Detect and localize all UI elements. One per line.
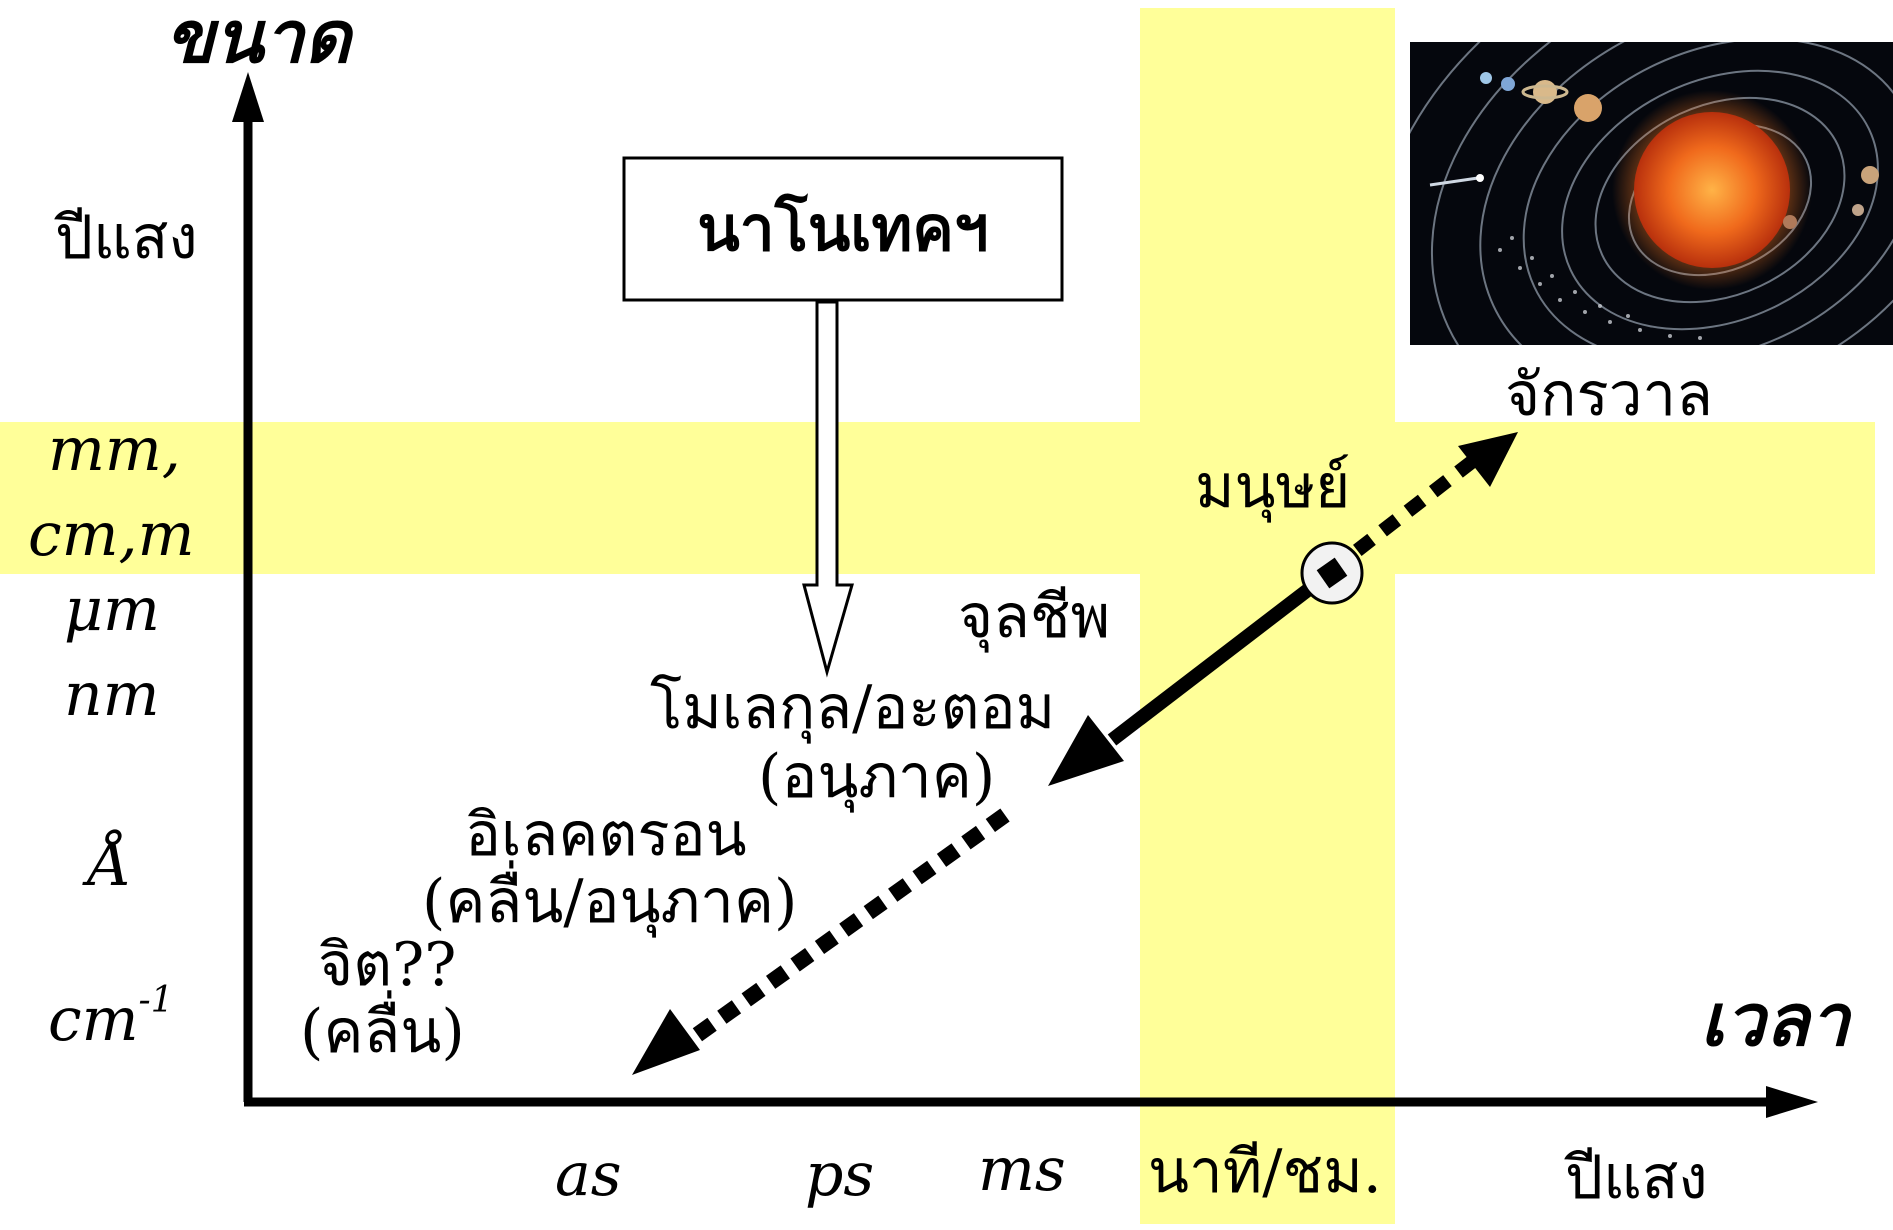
solar-system-image [1410, 42, 1893, 345]
label-wave-particle: (คลื่น/อนุภาค) [422, 860, 797, 938]
human-marker-icon [1300, 541, 1364, 605]
y-axis [232, 72, 264, 1102]
highlight-band-horizontal [0, 422, 1875, 574]
x-axis-title: เวลา [1700, 978, 1853, 1062]
y-tick-angstrom: Å [82, 829, 131, 900]
y-tick-mm: mm, [48, 415, 181, 485]
y-tick-inverse-cm-exponent: -1 [139, 980, 174, 1021]
label-microbe: จุลชีพ [958, 582, 1110, 653]
x-tick-ps: ps [805, 1140, 874, 1210]
label-particle: (อนุภาค) [758, 742, 995, 813]
nanotech-down-arrow [802, 300, 854, 678]
label-mind: จิต?? [318, 930, 456, 1000]
y-tick-inverse-cm: cm-1 [48, 980, 174, 1055]
y-tick-nanometer: nm [64, 660, 160, 730]
y-axis-title: ขนาด [165, 0, 355, 79]
x-axis [244, 1086, 1818, 1118]
y-tick-inverse-cm-base: cm [48, 985, 139, 1055]
x-tick-ms: ms [978, 1135, 1066, 1205]
label-wave: (คลื่น) [300, 990, 465, 1067]
label-human: มนุษย์ [1195, 452, 1350, 523]
label-universe: จักรวาล [1505, 360, 1713, 430]
y-tick-micrometer: μm [64, 575, 160, 645]
x-tick-light-year: ปีแสง [1564, 1143, 1707, 1213]
sun-icon [1634, 112, 1790, 268]
x-tick-minute-hour: นาที/ชม. [1148, 1137, 1382, 1207]
y-tick-light-year: ปีแสง [54, 203, 197, 273]
x-tick-as: as [555, 1140, 622, 1210]
y-tick-cm-m: cm,m [28, 500, 194, 570]
human-to-molecule-arrow [1048, 567, 1335, 786]
nanotech-label: นาโนเทคฯ [697, 192, 988, 265]
label-electron: อิเลคตรอน [465, 800, 747, 870]
human-to-universe-arrow [1327, 432, 1518, 576]
nanotech-box: นาโนเทคฯ [622, 156, 1064, 302]
label-molecule-atom: โมเลกุล/อะตอม [650, 673, 1055, 744]
molecule-to-quantum-arrow [632, 808, 1010, 1075]
